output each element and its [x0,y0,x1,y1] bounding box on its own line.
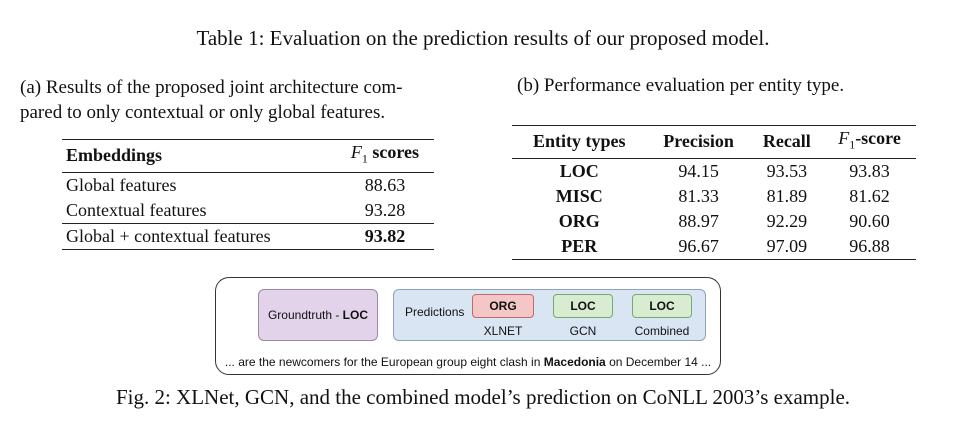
row-name: Global + contextual features [66,225,271,246]
model-label-xlnet: XLNET [483,324,523,338]
row-name: Contextual features [66,199,207,220]
table-row: ORG 88.97 92.29 90.60 [512,209,916,234]
row-score: 88.63 [364,174,406,195]
subtable-a-caption-line2: pared to only contextual or only global … [20,102,386,123]
groundtruth-tag: LOC [342,308,369,322]
table-row: MISC 81.33 81.89 81.62 [512,184,916,209]
row-precision: 88.97 [678,210,719,231]
header-recall: Recall [762,131,811,152]
row-name: Global features [66,174,177,195]
header-entity-types: Entity types [533,131,626,152]
groundtruth-box: Groundtruth - LOC [258,289,378,341]
header-f1-scores: F1 scores [350,142,420,166]
sentence-after: on December 14 ... [605,355,712,369]
header-f1-score: F1-score [838,128,901,152]
model-label-gcn: GCN [569,324,597,338]
table-row: Contextual features 93.28 [62,198,434,224]
entity-type-table: Entity types Precision Recall F1-score L… [512,125,916,260]
header-embeddings: Embeddings [66,145,163,166]
row-precision: 94.15 [678,160,719,181]
row-score-best: 93.82 [364,225,406,246]
header-precision: Precision [663,131,734,152]
prediction-tag-combined: LOC [632,294,692,318]
table-row: Global features 88.63 [62,172,434,198]
figure-caption: Fig. 2: XLNet, GCN, and the combined mod… [115,385,851,409]
sentence-before: ... are the newcomers for the European g… [224,355,544,369]
prediction-tag-gcn: LOC [553,294,613,318]
table-caption: Table 1: Evaluation on the prediction re… [196,26,770,50]
row-entity: ORG [558,210,600,231]
embeddings-table: Embeddings F1 scores Global features 88.… [62,139,434,250]
sentence-entity: Macedonia [543,355,606,369]
row-recall: 81.89 [766,185,808,206]
example-sentence: ... are the newcomers for the European g… [215,355,721,369]
model-label-combined: Combined [634,324,690,338]
prediction-tag-xlnet: ORG [472,294,534,318]
row-precision: 81.33 [678,185,719,206]
subtable-a-caption-line1: (a) Results of the proposed joint archit… [20,77,403,98]
row-f1: 96.88 [849,235,890,256]
subtable-b-caption: (b) Performance evaluation per entity ty… [517,75,845,96]
table-row: Global + contextual features 93.82 [62,223,434,250]
subtable-a-caption: (a) Results of the proposed joint archit… [20,75,490,125]
table-header-row: Embeddings F1 scores [62,139,434,173]
predictions-label: Predictions [405,305,465,319]
row-entity: PER [561,235,598,256]
row-f1: 81.62 [849,185,890,206]
table-row: LOC 94.15 93.53 93.83 [512,158,916,184]
row-recall: 97.09 [766,235,808,256]
groundtruth-prefix: Groundtruth - [267,308,343,322]
row-score: 93.28 [364,199,406,220]
table-header-row: Entity types Precision Recall F1-score [512,125,916,159]
row-f1: 93.83 [849,160,890,181]
row-recall: 92.29 [766,210,808,231]
table-row: PER 96.67 97.09 96.88 [512,234,916,260]
row-entity: LOC [559,160,599,181]
row-recall: 93.53 [766,160,808,181]
row-entity: MISC [555,185,603,206]
figure-frame [215,277,721,375]
row-f1: 90.60 [849,210,890,231]
row-precision: 96.67 [678,235,719,256]
